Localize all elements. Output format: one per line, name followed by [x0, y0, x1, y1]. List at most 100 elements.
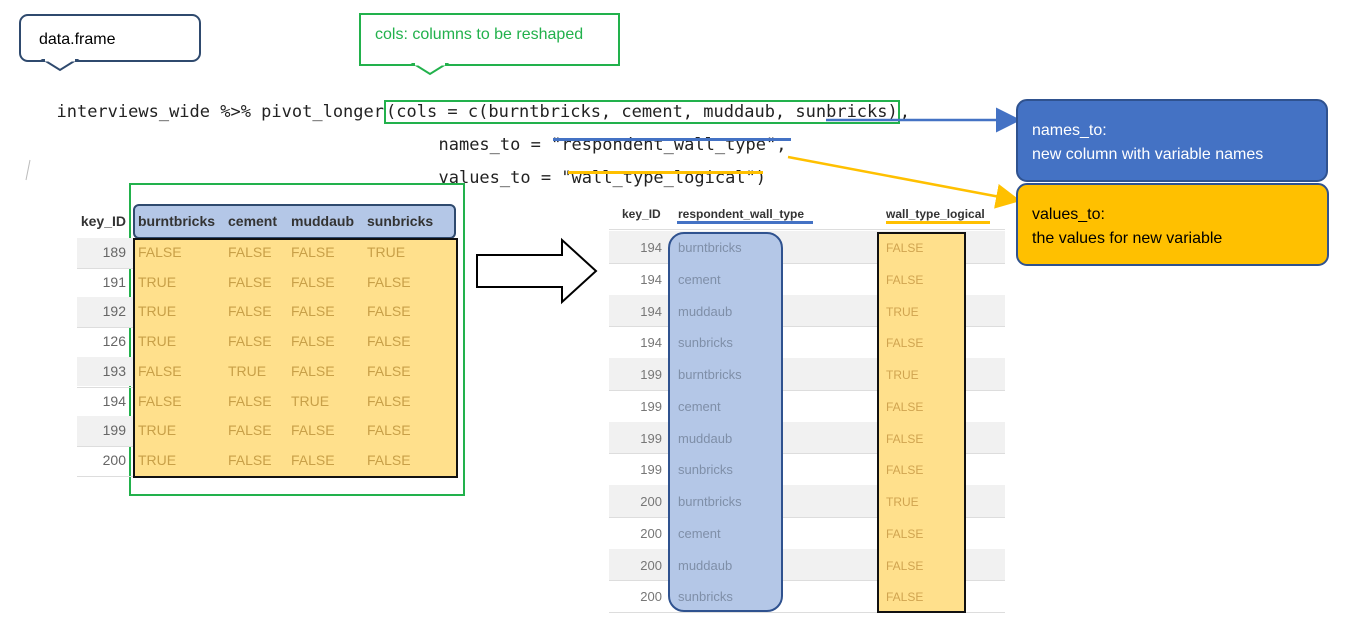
long-cell-key-id: 200: [640, 494, 662, 509]
long-cell-key-id: 199: [640, 462, 662, 478]
wide-cell-key-id: 193: [102, 362, 126, 379]
long-cell-key-id: 194: [640, 303, 662, 319]
cols-argument-box: (cols = c(burntbricks, cement, muddaub, …: [384, 100, 900, 124]
wide-cell-value: FALSE: [291, 362, 335, 379]
wide-cell-value: FALSE: [138, 362, 182, 379]
wide-cell-value: FALSE: [138, 392, 182, 409]
long-row-divider: [609, 516, 1005, 518]
long-header-gold-underline: [886, 221, 990, 224]
respondent-wall-type-highlight: [668, 232, 783, 612]
wide-cell-value: FALSE: [291, 451, 335, 468]
wide-table-frame: [129, 183, 465, 496]
long-cell-logical: FALSE: [886, 526, 924, 541]
wide-header-key_ID: key_ID: [80, 213, 126, 229]
long-cell-logical: FALSE: [886, 336, 924, 351]
long-cell-wall-type: burntbricks: [678, 367, 742, 382]
wide-cell-value: FALSE: [228, 244, 272, 260]
long-cell-key-id: 200: [640, 525, 662, 541]
wide-cell-value: TRUE: [138, 422, 177, 439]
names-to-callout-desc: new column with variable names: [1032, 146, 1264, 163]
long-cell-logical: TRUE: [886, 304, 919, 319]
wide-cell-key-id: 194: [102, 392, 126, 409]
wide-cell-value: FALSE: [291, 244, 335, 260]
long-cell-logical: FALSE: [886, 241, 924, 255]
wide-cell-value: TRUE: [367, 244, 406, 260]
long-cell-logical: TRUE: [886, 368, 919, 382]
long-cell-wall-type: muddaub: [678, 303, 733, 319]
long-cell-key-id: 194: [640, 240, 662, 255]
long-row-divider: [609, 612, 1005, 613]
long-cell-wall-type: burntbricks: [678, 494, 742, 509]
long-cell-wall-type: muddaub: [678, 557, 733, 573]
long-cell-logical: FALSE: [886, 272, 924, 287]
cols-callout: cols: columns to be reshaped: [359, 13, 620, 66]
long-cell-logical: FALSE: [886, 431, 924, 446]
long-row-divider: [609, 326, 1005, 328]
wide-cell-value: TRUE: [138, 273, 177, 290]
long-cell-wall-type: sunbricks: [678, 589, 733, 605]
long-cell-key-id: 194: [640, 335, 662, 351]
names-to-callout-title: names_to:: [1032, 122, 1107, 139]
wide-cell-value: TRUE: [138, 451, 177, 468]
dataframe-callout: data.frame: [19, 14, 201, 62]
wide-cell-value: FALSE: [228, 451, 272, 468]
wide-cell-value: FALSE: [367, 362, 411, 379]
long-cell-key-id: 200: [640, 557, 662, 573]
code-line-2-comma: ,: [776, 135, 787, 155]
cols-callout-tail: [410, 62, 450, 76]
wide-cell-value: FALSE: [367, 273, 411, 290]
long-header-blue-underline: [677, 221, 813, 224]
long-cell-key-id: 199: [640, 430, 662, 446]
long-cell-wall-type: cement: [678, 398, 721, 414]
wide-cell-value: FALSE: [291, 422, 335, 439]
long-cell-logical: FALSE: [886, 558, 924, 573]
wide-header-cement: cement: [228, 213, 278, 229]
long-header-key-id: key_ID: [622, 207, 661, 221]
wide-header-sunbricks: sunbricks: [367, 213, 434, 229]
long-row-divider: [609, 580, 1005, 582]
long-cell-key-id: 194: [640, 271, 662, 287]
wide-cell-value: FALSE: [228, 333, 272, 350]
cols-callout-text: cols: columns to be reshaped: [375, 26, 584, 43]
wide-header-burntbricks: burntbricks: [138, 213, 216, 229]
dataframe-callout-text: data.frame: [39, 31, 116, 48]
long-cell-wall-type: cement: [678, 271, 721, 287]
names-to-underline: [553, 138, 791, 141]
long-cell-logical: TRUE: [886, 495, 919, 509]
long-cell-logical: FALSE: [886, 590, 924, 605]
wide-cell-value: FALSE: [138, 244, 182, 260]
wide-cell-value: TRUE: [138, 303, 177, 320]
wide-cell-value: TRUE: [291, 392, 330, 409]
wide-cell-value: TRUE: [228, 362, 267, 379]
stray-mark: [25, 159, 31, 181]
values-to-callout-title: values_to:: [1032, 206, 1105, 223]
wide-cell-key-id: 126: [102, 333, 126, 350]
long-header-respondent-wall-type: respondent_wall_type: [678, 207, 805, 221]
dataframe-callout-tail: [40, 58, 80, 72]
wide-cell-value: FALSE: [291, 303, 335, 320]
long-cell-key-id: 200: [640, 589, 662, 605]
code-line-1: interviews_wide %>% pivot_longer(cols = …: [36, 82, 910, 124]
long-cell-logical: FALSE: [886, 399, 924, 414]
long-cell-key-id: 199: [640, 398, 662, 414]
names-to-arg: names_to =: [438, 135, 552, 155]
long-row-divider: [609, 389, 1005, 391]
long-cell-wall-type: cement: [678, 525, 721, 541]
wide-cell-key-id: 191: [102, 273, 126, 290]
long-row-divider: [609, 262, 1005, 264]
wide-cell-value: FALSE: [367, 392, 411, 409]
wide-cell-value: FALSE: [367, 422, 411, 439]
long-cell-logical: FALSE: [886, 463, 924, 478]
long-cell-wall-type: sunbricks: [678, 462, 733, 478]
wide-cell-key-id: 192: [102, 303, 126, 320]
wide-cell-value: FALSE: [228, 273, 272, 290]
values-to-arrow: [787, 155, 1021, 209]
long-cell-wall-type: sunbricks: [678, 335, 733, 351]
names-to-callout: names_to: new column with variable names: [1016, 99, 1328, 182]
wide-cell-value: FALSE: [291, 273, 335, 290]
wide-header-muddaub: muddaub: [291, 213, 354, 229]
wide-cell-value: FALSE: [367, 333, 411, 350]
long-cell-wall-type: burntbricks: [678, 240, 742, 255]
wide-cell-value: FALSE: [228, 422, 272, 439]
